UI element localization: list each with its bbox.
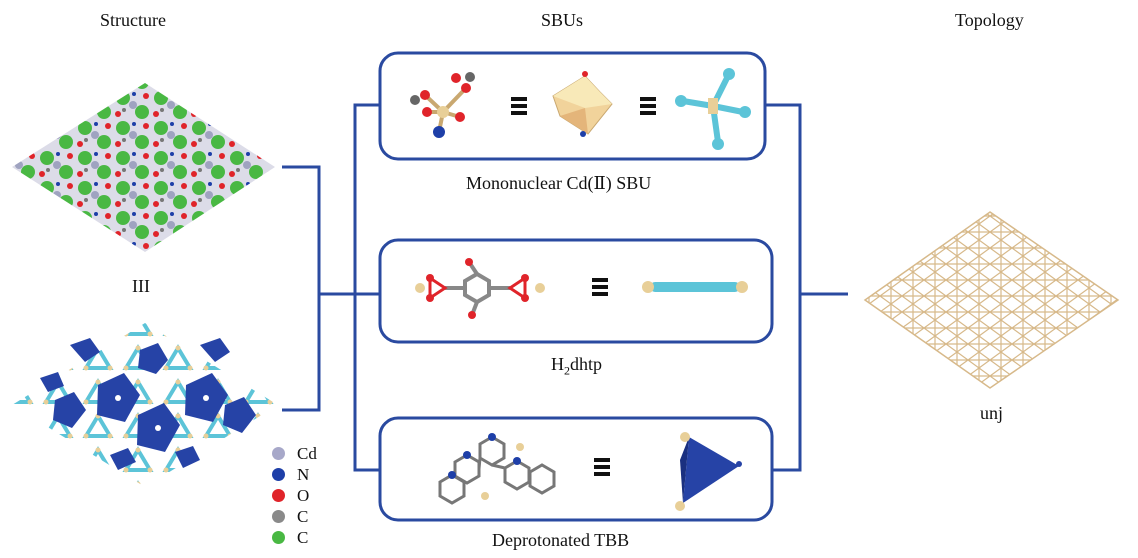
- mononuclear-label: Mononuclear Cd(Ⅱ) SBU: [466, 173, 652, 193]
- h2dhtp-suffix: dhtp: [570, 354, 603, 374]
- legend-item: C: [272, 527, 317, 548]
- framework-structure-image: [12, 83, 275, 252]
- h2dhtp-subscript: 2: [564, 363, 570, 378]
- tbb-molecule: [438, 433, 556, 505]
- equiv-icon: [511, 97, 527, 115]
- roman-label: III: [132, 276, 150, 296]
- legend-swatch: [272, 468, 285, 481]
- legend-item: C: [272, 506, 317, 527]
- equiv-icon: [592, 278, 608, 296]
- legend-label: O: [297, 485, 310, 505]
- legend-swatch: [272, 510, 285, 523]
- sbu-box-h2dhtp: [378, 238, 774, 344]
- equiv-icon: [594, 458, 610, 476]
- cd-polyhedron: [552, 71, 613, 137]
- cd-topology-node: [675, 68, 751, 150]
- h2dhtp-linker: [642, 281, 748, 293]
- tbb-label: Deprotonated TBB: [492, 530, 630, 550]
- sbus-header: SBUs: [541, 10, 584, 30]
- legend-item: Cd: [272, 443, 317, 464]
- atom-legend: Cd N O C C: [272, 443, 317, 548]
- legend-swatch: [272, 489, 285, 502]
- h2dhtp-prefix: H: [551, 354, 564, 374]
- h2dhtp-molecule: [415, 258, 545, 319]
- legend-label: N: [297, 464, 310, 484]
- legend-label: Cd: [297, 443, 317, 463]
- legend-item: O: [272, 485, 317, 506]
- topology-net-image: [863, 211, 1120, 389]
- unj-label: unj: [980, 403, 1004, 423]
- legend-label: C: [297, 527, 309, 547]
- structure-header: Structure: [100, 10, 166, 30]
- legend-item: N: [272, 464, 317, 485]
- simplified-net-image: [12, 323, 278, 487]
- cd-ball-stick-model: [410, 72, 475, 138]
- topology-header: Topology: [955, 10, 1024, 30]
- tbb-tetrahedron: [675, 432, 742, 511]
- equiv-symbols: [511, 97, 656, 476]
- legend-swatch: [272, 447, 285, 460]
- equiv-icon: [640, 97, 656, 115]
- sbu-box-tbb: [378, 416, 774, 522]
- legend-swatch: [272, 531, 285, 544]
- h2dhtp-label: H2dhtp: [551, 354, 602, 379]
- connector-lines: [282, 103, 848, 472]
- legend-label: C: [297, 506, 309, 526]
